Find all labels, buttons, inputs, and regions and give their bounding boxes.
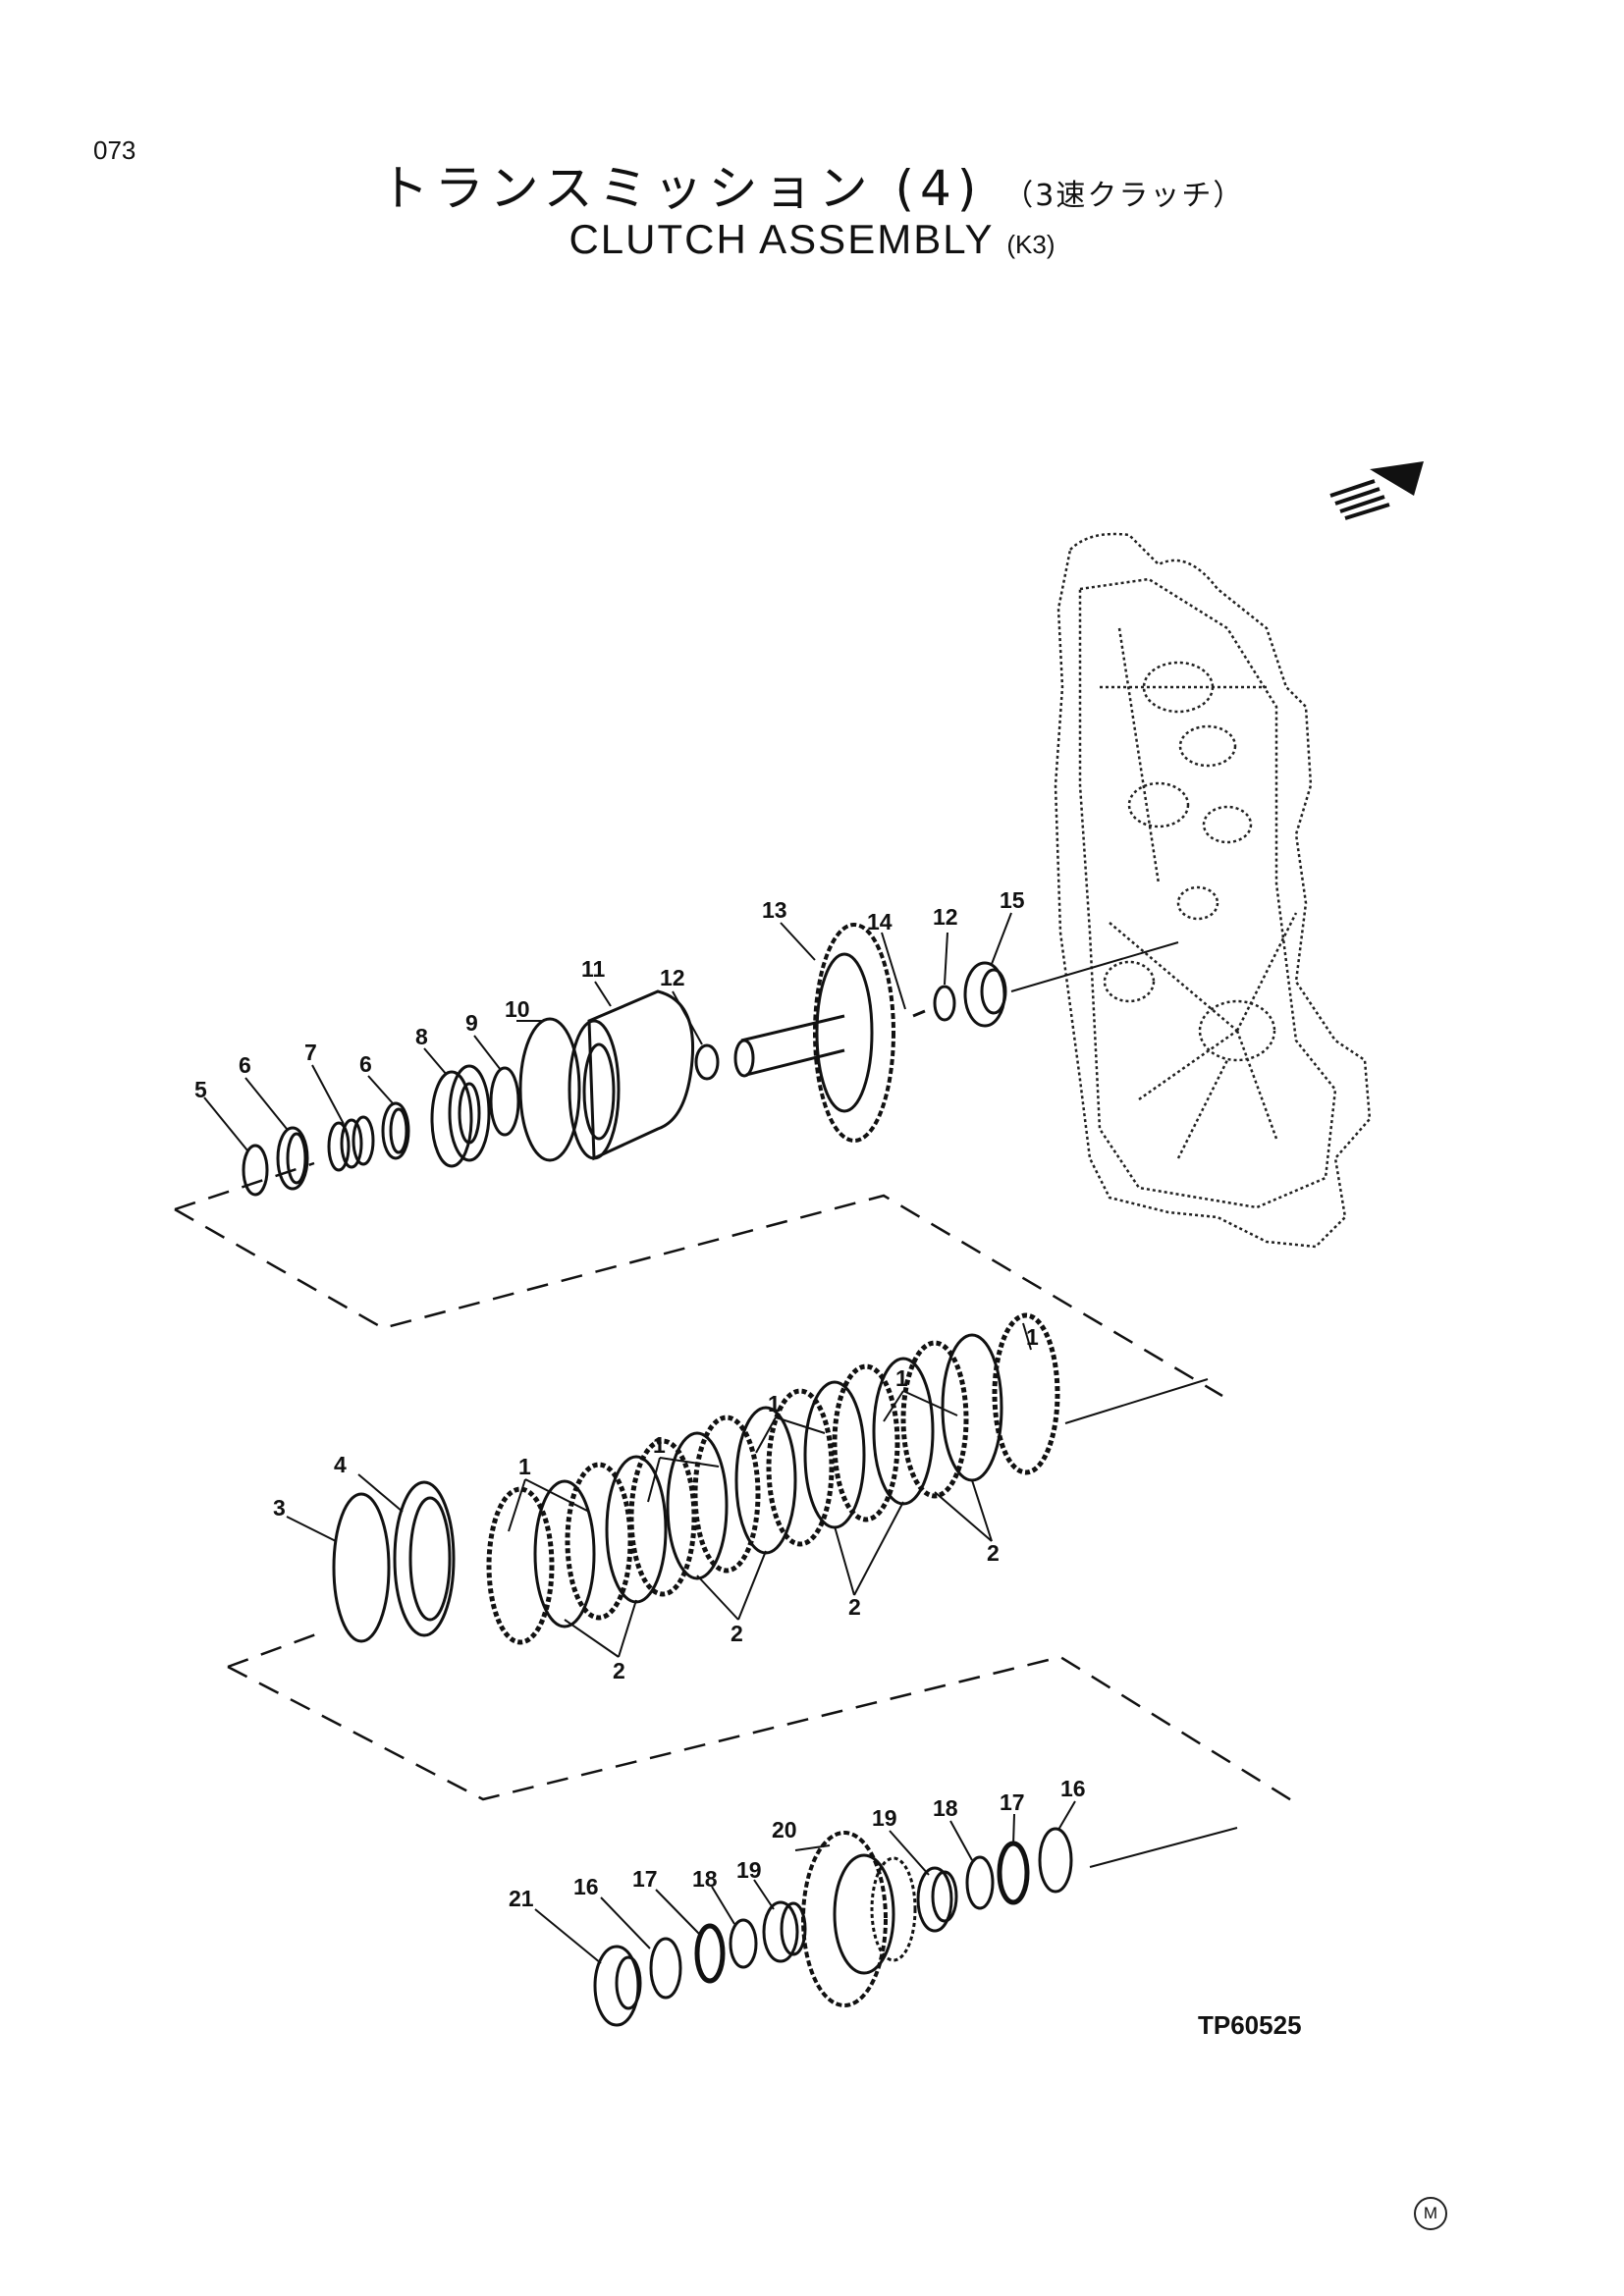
callout-19: 19 (736, 1857, 762, 1883)
callout-7: 7 (304, 1040, 317, 1065)
part-12b-o-ring (933, 985, 956, 1022)
direction-arrow-icon (1329, 461, 1424, 520)
part-16-shim (649, 1937, 682, 2000)
callout-6-second: 6 (359, 1051, 372, 1077)
callout-5: 5 (194, 1077, 207, 1102)
callout-19-second: 19 (872, 1805, 897, 1831)
title-english-main: CLUTCH ASSEMBLY (568, 216, 994, 262)
callout-13: 13 (762, 897, 787, 923)
part-8-bearing (430, 1070, 473, 1168)
part-12-o-ring (694, 1043, 720, 1081)
callout-17: 17 (632, 1866, 658, 1892)
upper-parts (242, 923, 1007, 1197)
title-english: CLUTCH ASSEMBLY (K3) (0, 216, 1624, 263)
part-17b-snap-ring (997, 1841, 1030, 1905)
part-16b-shim (1038, 1827, 1073, 1894)
leader-lines (203, 912, 1076, 1964)
part-5-snap-ring (242, 1144, 269, 1197)
callout-18-second: 18 (933, 1795, 958, 1821)
part-19-bearing (762, 1900, 799, 1963)
part-13-gear-shaft (740, 1014, 845, 1077)
callout-20: 20 (772, 1817, 797, 1842)
circled-m-mark: M (1414, 2197, 1447, 2230)
part-6b-ring (381, 1101, 410, 1160)
callout-1-d: 1 (895, 1365, 908, 1391)
callout-11: 11 (581, 956, 606, 982)
part-19b-bearing (916, 1866, 953, 1933)
part-17-snap-ring (694, 1923, 726, 1984)
callout-4: 4 (334, 1452, 347, 1477)
part-7-seal-rings (327, 1121, 351, 1172)
callout-1-c: 1 (768, 1391, 781, 1416)
part-10-disc (518, 1017, 581, 1162)
part-11-clutch-carrier (587, 989, 695, 1161)
part-20-gear (801, 1831, 888, 2007)
part-4-end-plate (393, 1480, 456, 1637)
callout-2-d: 2 (987, 1540, 1000, 1566)
callout-17-second: 17 (1000, 1789, 1025, 1815)
part-18-ring (729, 1918, 758, 1969)
callout-18: 18 (692, 1866, 718, 1892)
callout-16: 16 (573, 1874, 599, 1899)
callout-1-e: 1 (1026, 1324, 1039, 1350)
title-japanese-main: トランスミッション (4) (379, 160, 983, 217)
callout-2-c: 2 (848, 1594, 861, 1620)
part-9-o-ring (489, 1066, 520, 1137)
page-number: 073 (93, 135, 136, 165)
clutch-plate-stack (332, 1312, 1060, 1645)
callout-16-second: 16 (1060, 1776, 1086, 1801)
callout-12-second: 12 (933, 904, 958, 930)
title-english-sub: (K3) (1006, 230, 1056, 259)
callout-12: 12 (660, 965, 685, 990)
callout-10: 10 (505, 996, 530, 1022)
part-18b-ring (965, 1855, 995, 1910)
lower-parts (593, 1827, 1073, 2027)
title-japanese-sub: （3速クラッチ） (1003, 179, 1245, 213)
callout-2-b: 2 (731, 1621, 743, 1646)
callout-15: 15 (1000, 887, 1025, 913)
part-3-snap-ring (332, 1492, 391, 1643)
callout-14: 14 (867, 909, 893, 934)
callout-8: 8 (415, 1024, 428, 1049)
callout-3: 3 (273, 1495, 286, 1521)
title-japanese: トランスミッション (4) （3速クラッチ） (0, 149, 1624, 220)
callout-6: 6 (239, 1052, 251, 1078)
callout-labels: 5 6 7 6 8 9 10 11 12 13 14 12 15 1 1 1 1… (194, 887, 1086, 1911)
axis-lines (1010, 941, 1238, 1868)
part-6-ring (276, 1126, 309, 1191)
callout-2-a: 2 (613, 1658, 625, 1683)
figure-code: TP60525 (1198, 2010, 1302, 2040)
callout-9: 9 (465, 1010, 478, 1036)
callout-1-a: 1 (518, 1454, 531, 1479)
callout-21: 21 (509, 1886, 534, 1911)
part-21-bearing (593, 1945, 640, 2027)
transmission-housing (1054, 532, 1372, 1249)
dashed-connector-lines (174, 1161, 1302, 1808)
callout-1-b: 1 (653, 1432, 666, 1458)
